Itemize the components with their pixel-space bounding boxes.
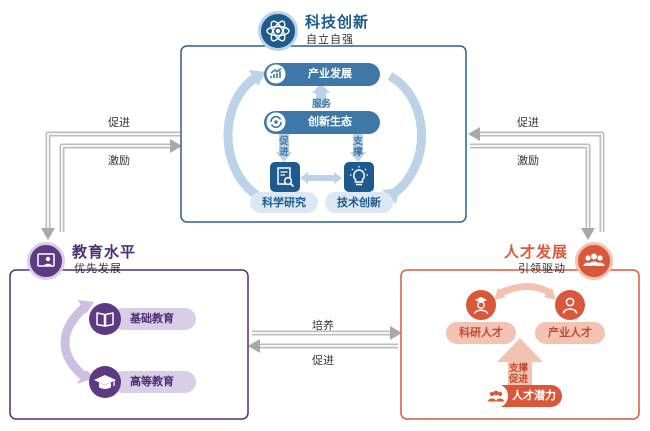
talent-promote-label: 促进 <box>509 374 529 385</box>
science-subtitle: 自立自强 <box>306 33 354 46</box>
higher-edu-pill-bg <box>112 371 196 393</box>
cycle-gear-icon <box>266 112 286 132</box>
link-middle-bottom-label: 促进 <box>312 354 334 367</box>
sci-talent-label: 科研人才 <box>459 326 503 339</box>
ecosystem-pill: 创新生态 <box>264 111 380 133</box>
science-header-icon <box>258 11 298 51</box>
ind-talent-pill-bg <box>535 322 605 344</box>
talent-title: 人才发展 <box>504 243 569 261</box>
talent-header-icon <box>575 242 613 280</box>
basic-edu-label: 基础教育 <box>130 312 174 325</box>
atom-icon <box>266 20 290 42</box>
link-left-top-label: 促进 <box>108 116 130 129</box>
potential-icon <box>484 384 508 408</box>
ecosystem-pill-bg <box>264 111 380 134</box>
higher-edu-icon <box>89 366 121 398</box>
industry-label: 产业发展 <box>308 67 352 80</box>
basic-edu-icon <box>89 303 121 335</box>
graduation-cap-icon <box>94 375 116 389</box>
tech-label: 技术创新 <box>337 196 381 209</box>
ind-talent-label: 产业人才 <box>548 326 592 339</box>
potential-label: 人才潜力 <box>512 389 556 402</box>
link-right-top-label: 促进 <box>517 116 539 129</box>
research-icon <box>277 167 295 188</box>
education-box <box>9 269 249 420</box>
teacher-board-icon <box>37 253 55 267</box>
people-group-icon <box>583 253 605 266</box>
industry-pill: 产业发展 <box>264 63 380 85</box>
education-header-icon <box>27 242 65 280</box>
scholar-icon <box>473 297 489 315</box>
link-right-bottom-label: 激励 <box>517 154 539 167</box>
support-vertical-label: 支撑 <box>353 136 363 158</box>
industry-pill-bg <box>264 63 380 86</box>
link-middle-top-label: 培养 <box>312 319 334 332</box>
lightbulb-icon <box>350 166 368 186</box>
talent-subtitle: 引领驱动 <box>518 262 566 275</box>
promote-vertical-label: 促进 <box>279 136 289 158</box>
person-icon <box>562 297 578 314</box>
science-title: 科技创新 <box>305 13 370 31</box>
book-icon <box>96 312 114 327</box>
research-pill-bg <box>250 192 318 213</box>
sci-talent-pill-bg <box>446 322 516 344</box>
service-label: 服务 <box>312 99 332 110</box>
education-subtitle: 优先发展 <box>74 262 122 275</box>
tech-pill-bg <box>325 192 393 213</box>
chart-growth-icon <box>266 64 286 84</box>
ecosystem-label: 创新生态 <box>308 115 352 128</box>
education-cycle <box>60 300 95 384</box>
support-promote-arrow <box>497 338 543 385</box>
link-left-bottom-label: 激励 <box>108 154 130 167</box>
talent-support-label: 支撑 <box>509 363 529 374</box>
talent-cycle <box>494 283 556 300</box>
sci-talent-icon <box>466 290 496 320</box>
talent-group-icon <box>488 390 504 402</box>
research-label: 科学研究 <box>262 196 306 209</box>
higher-edu-label: 高等教育 <box>130 375 174 388</box>
education-title: 教育水平 <box>72 243 137 261</box>
basic-edu-pill-bg <box>112 308 196 330</box>
ind-talent-icon <box>555 290 585 320</box>
connector-arrows <box>41 127 605 353</box>
tech-square <box>344 162 374 192</box>
